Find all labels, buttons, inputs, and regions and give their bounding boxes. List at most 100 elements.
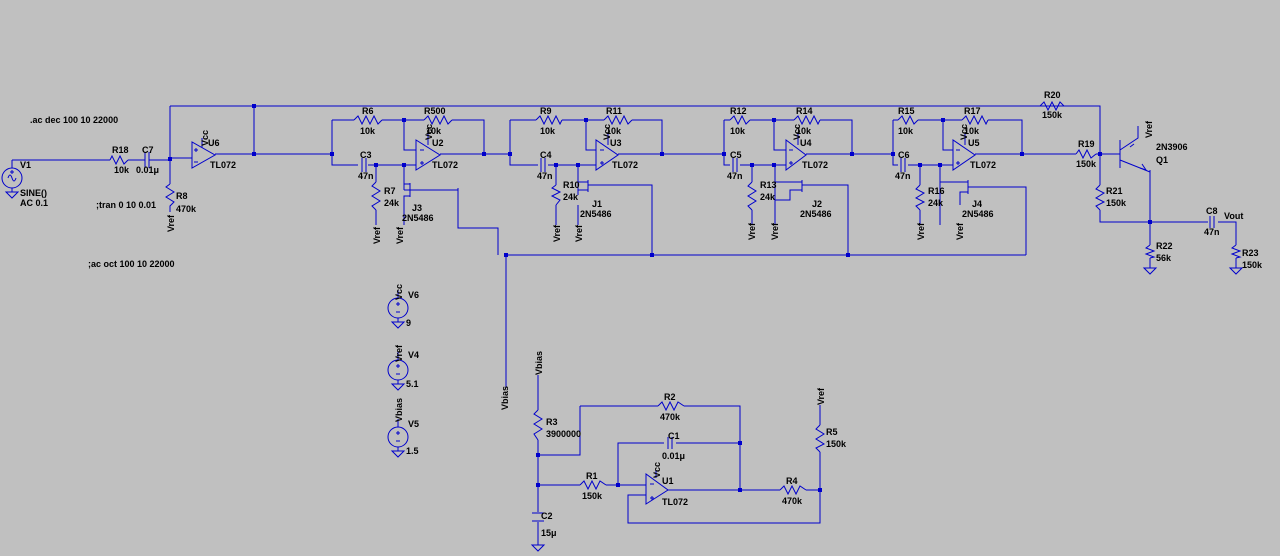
u2-opamp-symbol[interactable] (415, 133, 441, 171)
opamps-u4-name-label: U4 (800, 138, 812, 148)
r8-symbol[interactable] (165, 183, 175, 212)
resistors-r19-name-label: R19 (1078, 139, 1095, 149)
c7-symbol[interactable] (140, 152, 152, 168)
r15-symbol[interactable] (897, 114, 919, 126)
sources-v4-value-label: 5.1 (406, 379, 419, 389)
r1-symbol[interactable] (579, 479, 607, 491)
j1-jfet-symbol[interactable] (578, 180, 594, 192)
r18-symbol[interactable] (109, 154, 129, 166)
junction-dot (772, 118, 776, 122)
u4-opamp-symbol[interactable] (785, 133, 807, 171)
opamps-u6-supply-label: Vcc (200, 130, 210, 146)
r14-symbol[interactable] (793, 114, 821, 126)
v6-source-symbol[interactable] (387, 290, 409, 329)
c5-symbol[interactable] (732, 158, 738, 172)
resistors-r5-name-label: R5 (826, 427, 838, 437)
v5-source-symbol[interactable] (387, 419, 409, 458)
opamps-u4-supply-label: Vcc (792, 124, 802, 140)
wire-segment (1119, 126, 1151, 173)
directive-ac-oct[interactable]: ;ac oct 100 10 22000 (88, 259, 175, 269)
wire-segment (751, 165, 849, 255)
q1-transistor-symbol[interactable] (1119, 126, 1151, 173)
directive-ac[interactable]: .ac dec 100 10 22000 (30, 115, 118, 125)
junction-dot (1098, 152, 1102, 156)
jfets-j3-model-label: 2N5486 (402, 213, 434, 223)
capacitors-c6-value-label: 47n (895, 171, 911, 181)
capacitors-c7-value-label: 0.01μ (136, 165, 159, 175)
nets-vref-label: Vref (372, 226, 382, 244)
r19-symbol[interactable] (1075, 148, 1097, 160)
u1-opamp-symbol[interactable] (645, 470, 669, 505)
r5-symbol[interactable] (815, 424, 826, 453)
resistors-r12-value-label: 10k (730, 126, 746, 136)
j2-jfet-symbol[interactable] (775, 180, 810, 201)
j4-jfet-symbol[interactable] (940, 180, 975, 205)
sources-v6-name-label: V6 (408, 290, 419, 300)
r13-symbol[interactable] (747, 181, 757, 211)
resistors-r19-value-label: 150k (1076, 159, 1097, 169)
capacitors-c8-name-label: C8 (1206, 206, 1218, 216)
resistors-r1-value-label: 150k (582, 491, 603, 501)
c6-symbol[interactable] (900, 158, 906, 172)
r22-symbol[interactable] (1144, 244, 1156, 259)
sources-v5-value-label: 1.5 (406, 446, 419, 456)
u6-opamp-symbol[interactable] (191, 138, 217, 169)
resistors-r20-name-label: R20 (1044, 90, 1061, 100)
resistors-r3-value-label: 3900000 (546, 429, 581, 439)
resistors-r2-name-label: R2 (664, 392, 676, 402)
j3-jfet-symbol[interactable] (403, 165, 412, 210)
r23-symbol[interactable] (1230, 244, 1242, 259)
v4-source-symbol[interactable] (387, 352, 409, 391)
wire-segment (723, 119, 853, 166)
c8-symbol[interactable] (1209, 216, 1215, 228)
resistors-r2-value-label: 470k (660, 412, 681, 422)
r11-symbol[interactable] (603, 114, 633, 126)
resistors-r3-name-label: R3 (546, 417, 558, 427)
transistor-model-label: 2N3906 (1156, 142, 1188, 152)
r3-symbol[interactable] (533, 409, 543, 441)
r7-symbol[interactable] (371, 181, 381, 211)
r9-symbol[interactable] (535, 114, 563, 126)
u5-opamp-symbol[interactable] (952, 133, 976, 171)
capacitors-c2-name-label: C2 (541, 511, 553, 521)
r10-symbol[interactable] (550, 184, 562, 206)
v1-source-symbol[interactable] (1, 160, 23, 199)
resistors-r11-value-label: 10k (606, 126, 622, 136)
junction-dot (554, 163, 558, 167)
junction-dot (374, 163, 378, 167)
c3-symbol[interactable] (361, 158, 367, 172)
jfets-j2-model-label: 2N5486 (800, 209, 832, 219)
opamps-u3-supply-label: Vcc (602, 124, 612, 140)
capacitors-c8-value-label: 47n (1204, 227, 1220, 237)
capacitors-c4-name-label: C4 (540, 150, 552, 160)
resistors-r16-value-label: 24k (928, 198, 944, 208)
opamps-u3-name-label: U3 (610, 138, 622, 148)
capacitors-c5-name-label: C5 (730, 150, 742, 160)
r20-symbol[interactable] (1039, 100, 1065, 112)
r6-symbol[interactable] (353, 114, 383, 126)
c1-symbol[interactable] (667, 437, 673, 449)
r4-symbol[interactable] (779, 484, 807, 496)
wire-segment (555, 165, 653, 255)
r21-symbol[interactable] (1094, 184, 1106, 211)
c2-symbol[interactable] (532, 512, 544, 522)
r2-symbol[interactable] (657, 400, 685, 412)
resistors-r22-value-label: 56k (1156, 253, 1172, 263)
r500-symbol[interactable] (423, 114, 453, 126)
opamps-u6-model-label: TL072 (210, 160, 236, 170)
opamps-u2-supply-label: Vcc (424, 124, 434, 140)
directive-tran[interactable]: ;tran 0 10 0.01 (96, 200, 156, 210)
v1-ac: AC 0.1 (20, 198, 48, 208)
junction-dot (508, 152, 512, 156)
r12-symbol[interactable] (729, 114, 751, 126)
resistors-r6-value-label: 10k (360, 126, 376, 136)
r16-symbol[interactable] (914, 184, 926, 211)
c4-symbol[interactable] (540, 158, 546, 172)
junction-dot (738, 488, 742, 492)
wire-segment (4, 160, 20, 199)
v1-label: V1 (20, 160, 31, 170)
resistors-r17-name-label: R17 (964, 106, 981, 116)
r17-symbol[interactable] (961, 114, 989, 126)
sources-v6-node-label: Vcc (394, 284, 404, 300)
u3-opamp-symbol[interactable] (595, 133, 619, 171)
